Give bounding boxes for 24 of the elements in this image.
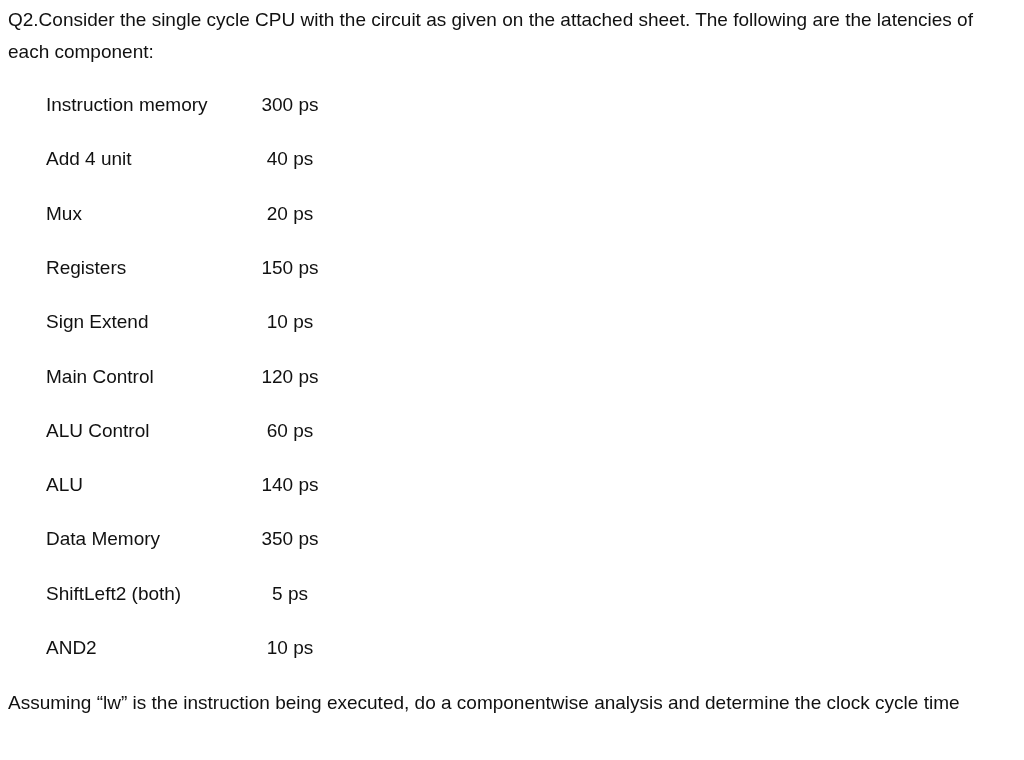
latency-value: 5 ps [272,581,308,606]
latency-value: 140 ps [261,473,319,498]
component-name: AND2 [46,636,97,660]
latency-value: 120 ps [261,364,319,389]
latency-value: 350 ps [261,527,319,552]
latency-value: 10 ps [266,310,314,335]
component-name: ShiftLeft2 (both) [46,581,182,606]
latency-value: 60 ps [266,418,314,443]
component-name: ALU Control [46,418,150,443]
component-name: Instruction memory [46,93,208,117]
component-name: Main Control [46,364,154,389]
component-name: Data Memory [46,527,161,552]
latency-value: 10 ps [266,636,314,660]
component-name: Sign Extend [46,310,149,335]
component-name: Add 4 unit [46,147,132,172]
latency-value: 40 ps [266,147,314,172]
component-name: ALU [46,473,83,498]
component-name: Mux [46,201,82,226]
question-text: Q2.Consider the single cycle CPU with the circuit as given on the attached sheet. The following are the latencies of each component: [8,8,974,64]
latency-value: 300 ps [261,93,319,117]
latency-value: 20 ps [266,201,314,226]
latency-value: 150 ps [261,255,319,280]
instruction-text: Assuming “lw” is the instruction being executed, do a componentwise analysis and determine the clock cycle time [8,691,961,715]
component-name: Registers [46,255,127,280]
